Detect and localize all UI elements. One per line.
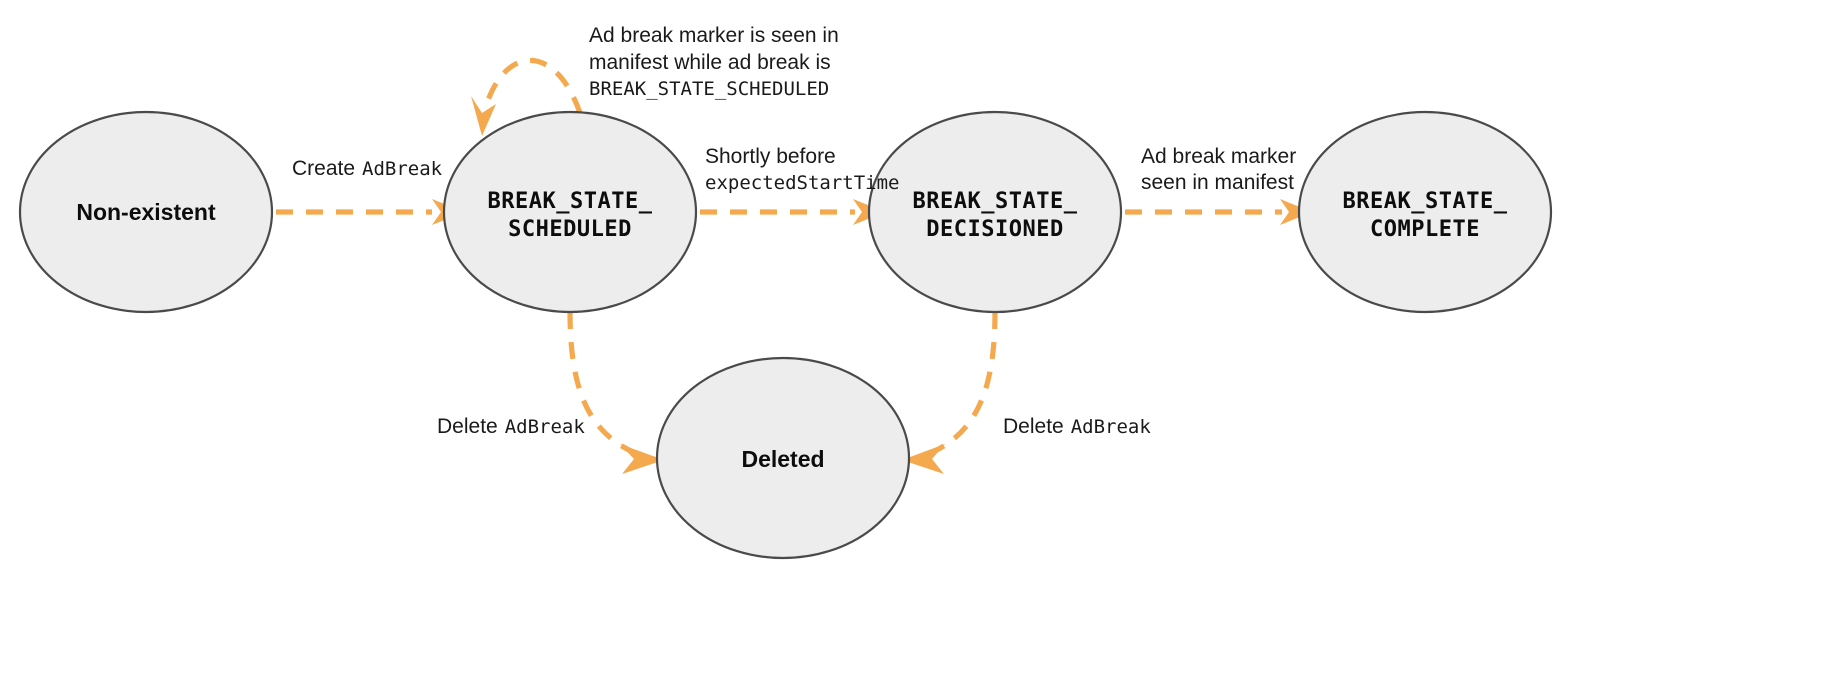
edge-label-self-loop-line1: Ad break marker is seen in — [589, 24, 839, 47]
node-break-state-complete-label-line1: BREAK_STATE_ — [1343, 189, 1508, 214]
edge-label-self-loop-line3: BREAK_STATE_SCHEDULED — [589, 78, 829, 100]
edge-label-delete-left-sans: Delete — [437, 415, 498, 438]
edge-label-self-loop: Ad break marker is seen in manifest whil… — [589, 24, 839, 100]
node-break-state-decisioned-label-line1: BREAK_STATE_ — [913, 189, 1078, 214]
edge-label-shortly-before: Shortly before expectedStartTime — [705, 145, 899, 194]
node-break-state-scheduled-shape[interactable] — [442, 110, 698, 314]
edge-label-create-sans: Create — [292, 157, 355, 180]
node-break-state-decisioned[interactable]: BREAK_STATE_ DECISIONED — [867, 110, 1123, 314]
edge-label-delete-adbreak-right: Delete AdBreak — [1003, 415, 1151, 438]
edge-label-self-loop-line2: manifest while ad break is — [589, 51, 831, 74]
edge-label-marker-line2: seen in manifest — [1141, 171, 1294, 194]
edge-marker-seen-arrowhead — [1280, 199, 1312, 225]
edge-label-delete-left-text: Delete AdBreak — [437, 415, 585, 438]
edge-shortly-before — [700, 199, 885, 225]
node-break-state-scheduled[interactable]: BREAK_STATE_ SCHEDULED — [442, 110, 698, 314]
edge-self-loop-marker-seen — [471, 57, 583, 136]
edge-label-delete-right-sans: Delete — [1003, 415, 1064, 438]
node-break-state-scheduled-label-line2: SCHEDULED — [508, 217, 632, 242]
edge-delete-decisioned-line — [917, 311, 998, 461]
edge-label-delete-adbreak-left: Delete AdBreak — [437, 415, 585, 438]
node-break-state-complete-shape[interactable] — [1297, 110, 1553, 314]
edge-label-create-mono: AdBreak — [362, 158, 443, 180]
edge-label-delete-right-text: Delete AdBreak — [1003, 415, 1151, 438]
edge-create-adbreak — [276, 199, 464, 225]
node-break-state-complete-label-line2: COMPLETE — [1370, 217, 1480, 242]
edge-marker-seen-manifest — [1125, 199, 1312, 225]
edge-self-loop-arrowhead — [471, 96, 496, 136]
edge-label-create-adbreak-text: Create AdBreak — [292, 157, 443, 180]
edge-label-delete-left-mono: AdBreak — [505, 416, 586, 438]
edge-label-delete-right-mono: AdBreak — [1071, 416, 1152, 438]
edge-delete-adbreak-scheduled — [567, 311, 664, 474]
edge-label-marker-line1: Ad break marker — [1141, 145, 1296, 168]
node-deleted-label: Deleted — [741, 446, 824, 472]
edge-label-marker-seen: Ad break marker seen in manifest — [1141, 145, 1296, 194]
edge-delete-decisioned-arrowhead — [902, 444, 945, 474]
edge-delete-scheduled-arrowhead — [620, 444, 664, 474]
edge-label-create-adbreak: Create AdBreak — [292, 157, 443, 180]
node-non-existent[interactable]: Non-existent — [18, 110, 274, 314]
node-deleted[interactable]: Deleted — [655, 356, 911, 560]
node-break-state-decisioned-label-line2: DECISIONED — [926, 217, 1063, 242]
edge-label-shortly-line1: Shortly before — [705, 145, 836, 168]
node-deleted-shape[interactable] — [655, 356, 911, 560]
node-non-existent-label: Non-existent — [76, 199, 216, 225]
node-break-state-complete[interactable]: BREAK_STATE_ COMPLETE — [1297, 110, 1553, 314]
edge-label-shortly-line2: expectedStartTime — [705, 172, 899, 194]
edge-delete-adbreak-decisioned — [902, 311, 998, 474]
node-break-state-decisioned-shape[interactable] — [867, 110, 1123, 314]
node-non-existent-shape[interactable] — [18, 110, 274, 314]
node-break-state-scheduled-label-line1: BREAK_STATE_ — [488, 189, 653, 214]
edge-self-loop-line — [483, 57, 583, 114]
